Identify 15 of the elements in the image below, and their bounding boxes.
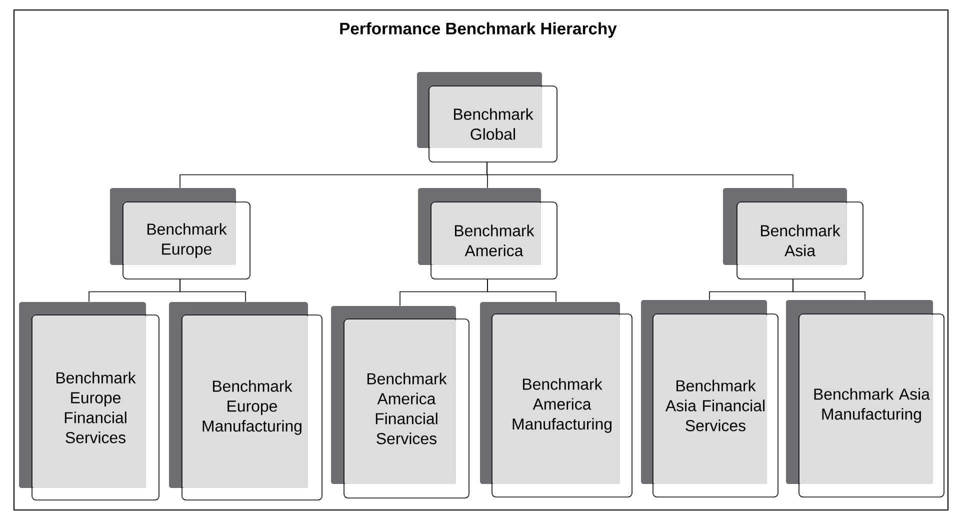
connector-line <box>486 162 794 188</box>
org-chart-box: Benchmark Europe Financial Services <box>19 302 160 500</box>
org-chart-box: Benchmark Asia <box>722 188 864 280</box>
connector-line <box>792 278 866 300</box>
org-chart-box: Benchmark Asia Financial Services <box>641 300 778 498</box>
title: Performance Benchmark Hierarchy <box>340 22 617 38</box>
org-chart-box: Benchmark Asia Manufacturing <box>786 300 944 498</box>
org-chart-box: Benchmark America <box>418 188 558 280</box>
org-chart-box: Benchmark Europe Manufacturing <box>168 302 322 500</box>
org-chart-box: Benchmark Europe <box>110 188 250 280</box>
org-chart-box: Benchmark Global <box>417 72 558 162</box>
org-chart-box: Benchmark America Manufacturing <box>480 302 632 498</box>
connector-line <box>487 278 556 302</box>
connector-line <box>180 278 246 302</box>
org-chart-box: Benchmark America Financial Services <box>331 306 470 498</box>
